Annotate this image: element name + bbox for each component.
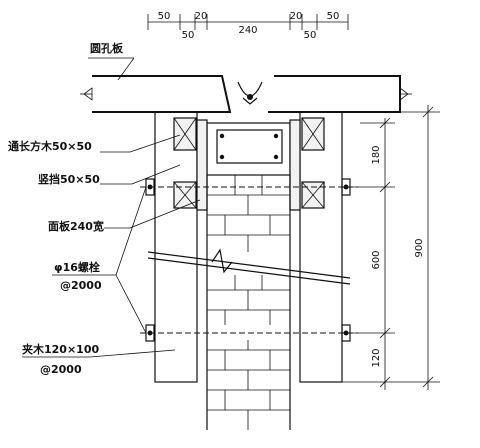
dim-top-20-left: 20 [195, 11, 208, 22]
top-dimension-chain: 50 20 50 240 20 50 50 [147, 11, 349, 41]
dim-top-50-right-lower: 50 [304, 30, 317, 41]
dim-right-600: 600 [371, 250, 382, 269]
dim-right-120: 120 [371, 348, 382, 367]
dim-top-50-left: 50 [158, 11, 171, 22]
lower-bolt [140, 324, 358, 342]
dim-top-240: 240 [238, 25, 257, 36]
hollow-slab-right [268, 75, 412, 113]
label-vertical-stop: 竖挡50×50 [38, 172, 100, 186]
label-clamp-wood-line1: 夹木120×100 [22, 342, 99, 356]
dim-top-20-right: 20 [290, 11, 303, 22]
label-bolt-line1: φ16螺栓 [54, 260, 100, 274]
brick-wall [147, 175, 351, 430]
dim-top-50-left-lower: 50 [182, 30, 195, 41]
dim-top-50-right: 50 [327, 11, 340, 22]
label-long-batten: 通长方木50×50 [8, 139, 92, 153]
upper-bolt [140, 178, 358, 196]
right-dimension-chain: 180 600 120 900 [342, 105, 440, 390]
label-face-board: 面板240宽 [48, 219, 104, 233]
hollow-slab-left [80, 75, 232, 113]
dim-right-900: 900 [414, 238, 425, 257]
dim-right-180: 180 [371, 145, 382, 164]
ring-beam [206, 122, 291, 176]
leader-lines [22, 57, 201, 358]
label-bolt-line2: @2000 [60, 279, 102, 292]
slab-joint-reinforcement [237, 81, 263, 105]
label-hollow-slab: 圆孔板 [90, 41, 124, 55]
right-formwork [289, 111, 343, 383]
left-formwork [154, 111, 208, 383]
label-clamp-wood-line2: @2000 [40, 363, 82, 376]
